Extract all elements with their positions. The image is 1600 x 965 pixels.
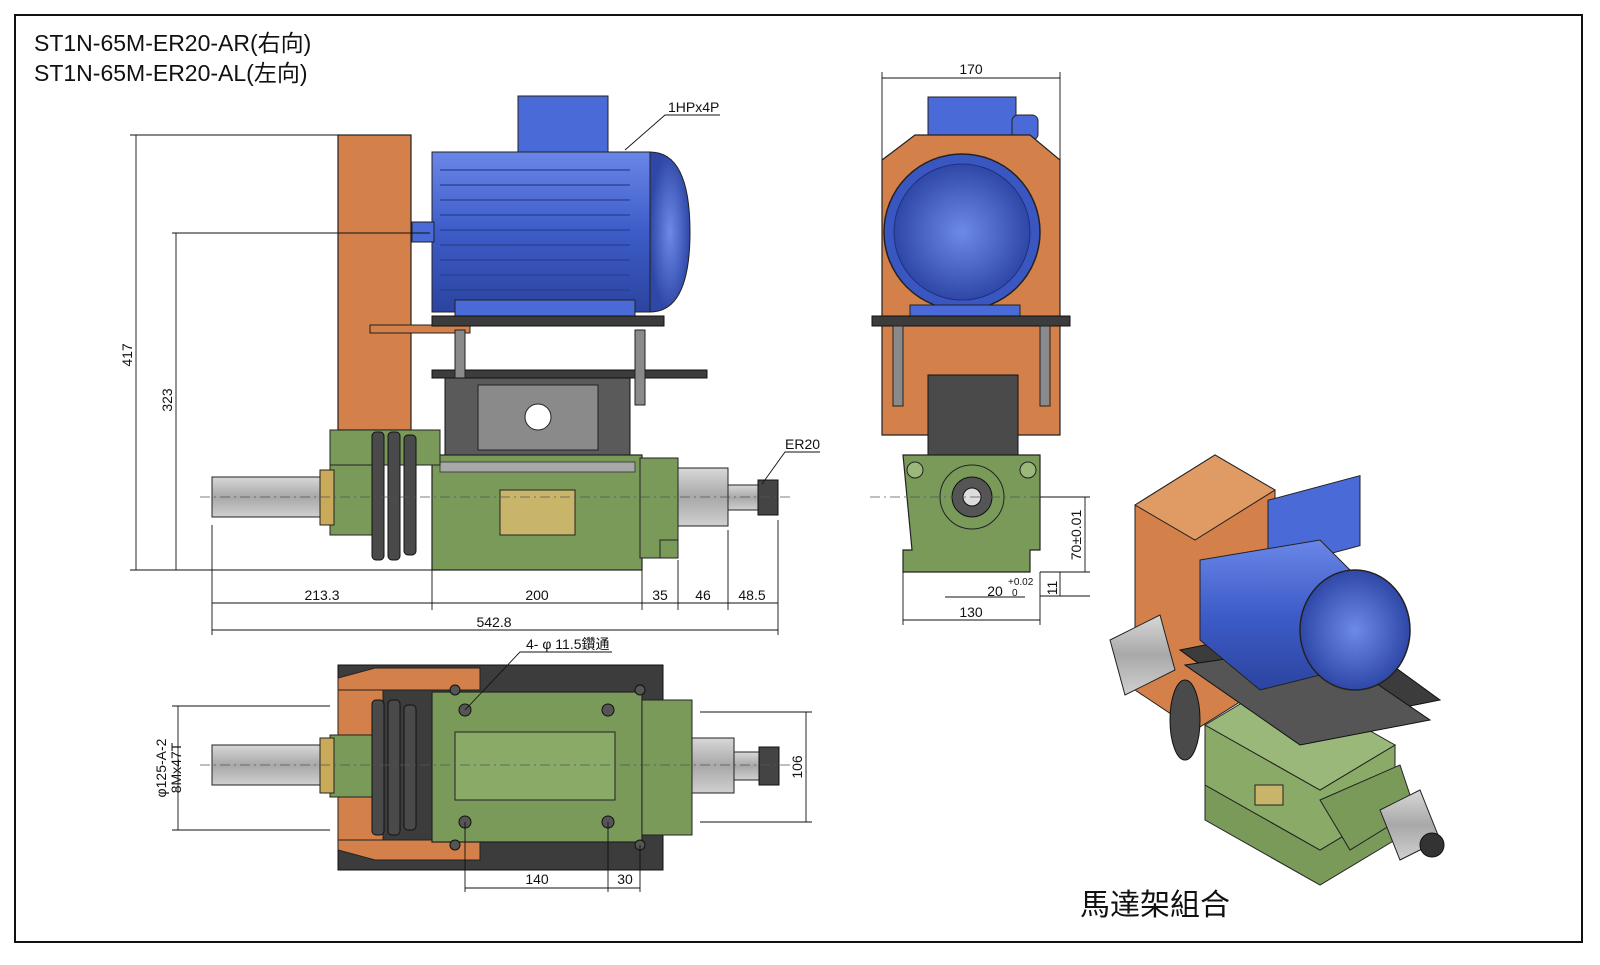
dim-segment-b: 46 xyxy=(695,587,711,603)
dim-top-height: 106 xyxy=(789,755,805,779)
dim-axis-to-base: 70±0.01 xyxy=(1068,510,1084,561)
dim-end-length: 30 xyxy=(617,871,633,887)
motor-spec-label: 1HPx4P xyxy=(668,99,719,115)
dim-segment-c: 48.5 xyxy=(738,587,765,603)
tolerance-upper: +0.02 xyxy=(1008,577,1034,588)
dim-key-width: 20 xyxy=(987,583,1003,599)
bore-spec-label: φ125-A-2 xyxy=(153,738,169,797)
side-dimension-lines xyxy=(881,72,1090,625)
dim-base-width: 130 xyxy=(959,604,983,620)
dim-total-length: 542.8 xyxy=(476,614,511,630)
top-dimension-lines xyxy=(172,651,812,892)
dim-body-length: 200 xyxy=(525,587,549,603)
collet-label: ER20 xyxy=(785,436,820,452)
drawing-frame xyxy=(14,14,1583,943)
dim-base-height: 11 xyxy=(1044,581,1060,596)
isometric-view xyxy=(1109,454,1445,886)
dim-segment-a: 35 xyxy=(652,587,668,603)
tolerance-lower: 0 xyxy=(1012,588,1018,599)
model-title-left: ST1N-65M-ER20-AL(左向) xyxy=(34,60,308,86)
top-view xyxy=(200,664,790,871)
dim-side-width: 170 xyxy=(959,61,983,77)
hole-spec-label: 4- φ 11.5鑽通 xyxy=(526,636,610,652)
spline-spec-label: 8Mx47T xyxy=(168,742,184,793)
model-title-right: ST1N-65M-ER20-AR(右向) xyxy=(34,30,312,56)
front-dimension-lines xyxy=(130,114,820,635)
dim-axis-height: 323 xyxy=(159,388,175,412)
front-view xyxy=(200,95,790,571)
dim-hole-span: 140 xyxy=(525,871,549,887)
dim-total-height: 417 xyxy=(119,343,135,367)
assembly-caption: 馬達架組合 xyxy=(1080,888,1230,923)
dim-tail-length: 213.3 xyxy=(304,587,339,603)
side-view xyxy=(870,96,1085,573)
